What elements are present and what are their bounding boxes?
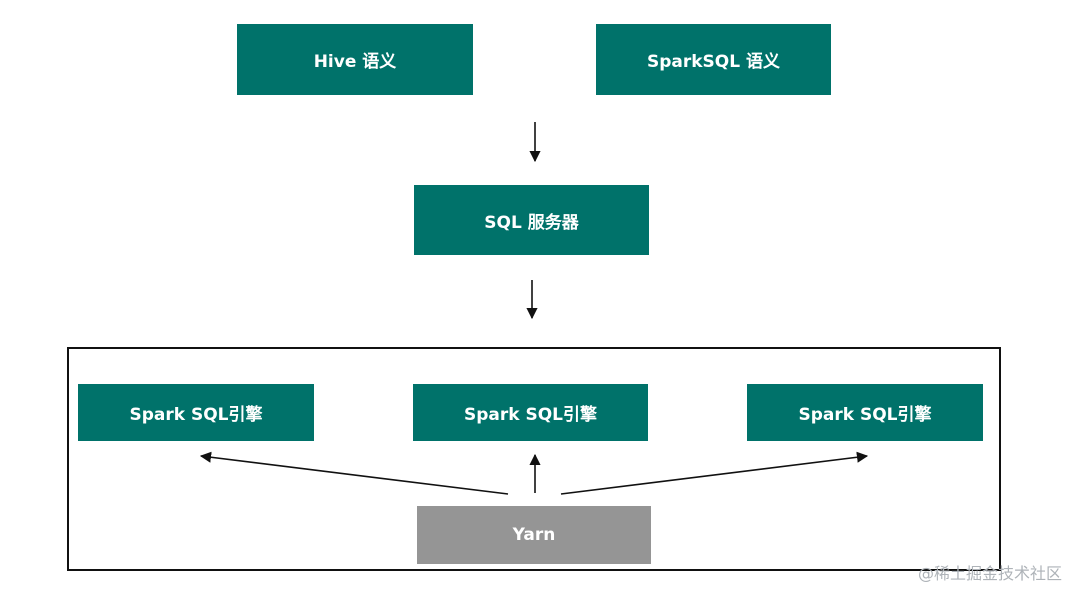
spark-sql-engine-node-1: Spark SQL引擎 [78,384,314,441]
arrow-yarn-to-engine-1 [199,451,509,495]
spark-sql-engine-node-3: Spark SQL引擎 [747,384,983,441]
engine-cluster-container [67,347,1001,571]
yarn-node: Yarn [417,506,651,564]
sql-server-node: SQL 服务器 [414,185,649,255]
arrow-yarn-to-engine-3 [560,451,869,495]
hive-semantics-node: Hive 语义 [237,24,473,95]
watermark: @稀土掘金技术社区 [917,564,1062,583]
sparksql-semantics-node: SparkSQL 语义 [596,24,831,95]
spark-sql-engine-node-2: Spark SQL引擎 [413,384,648,441]
